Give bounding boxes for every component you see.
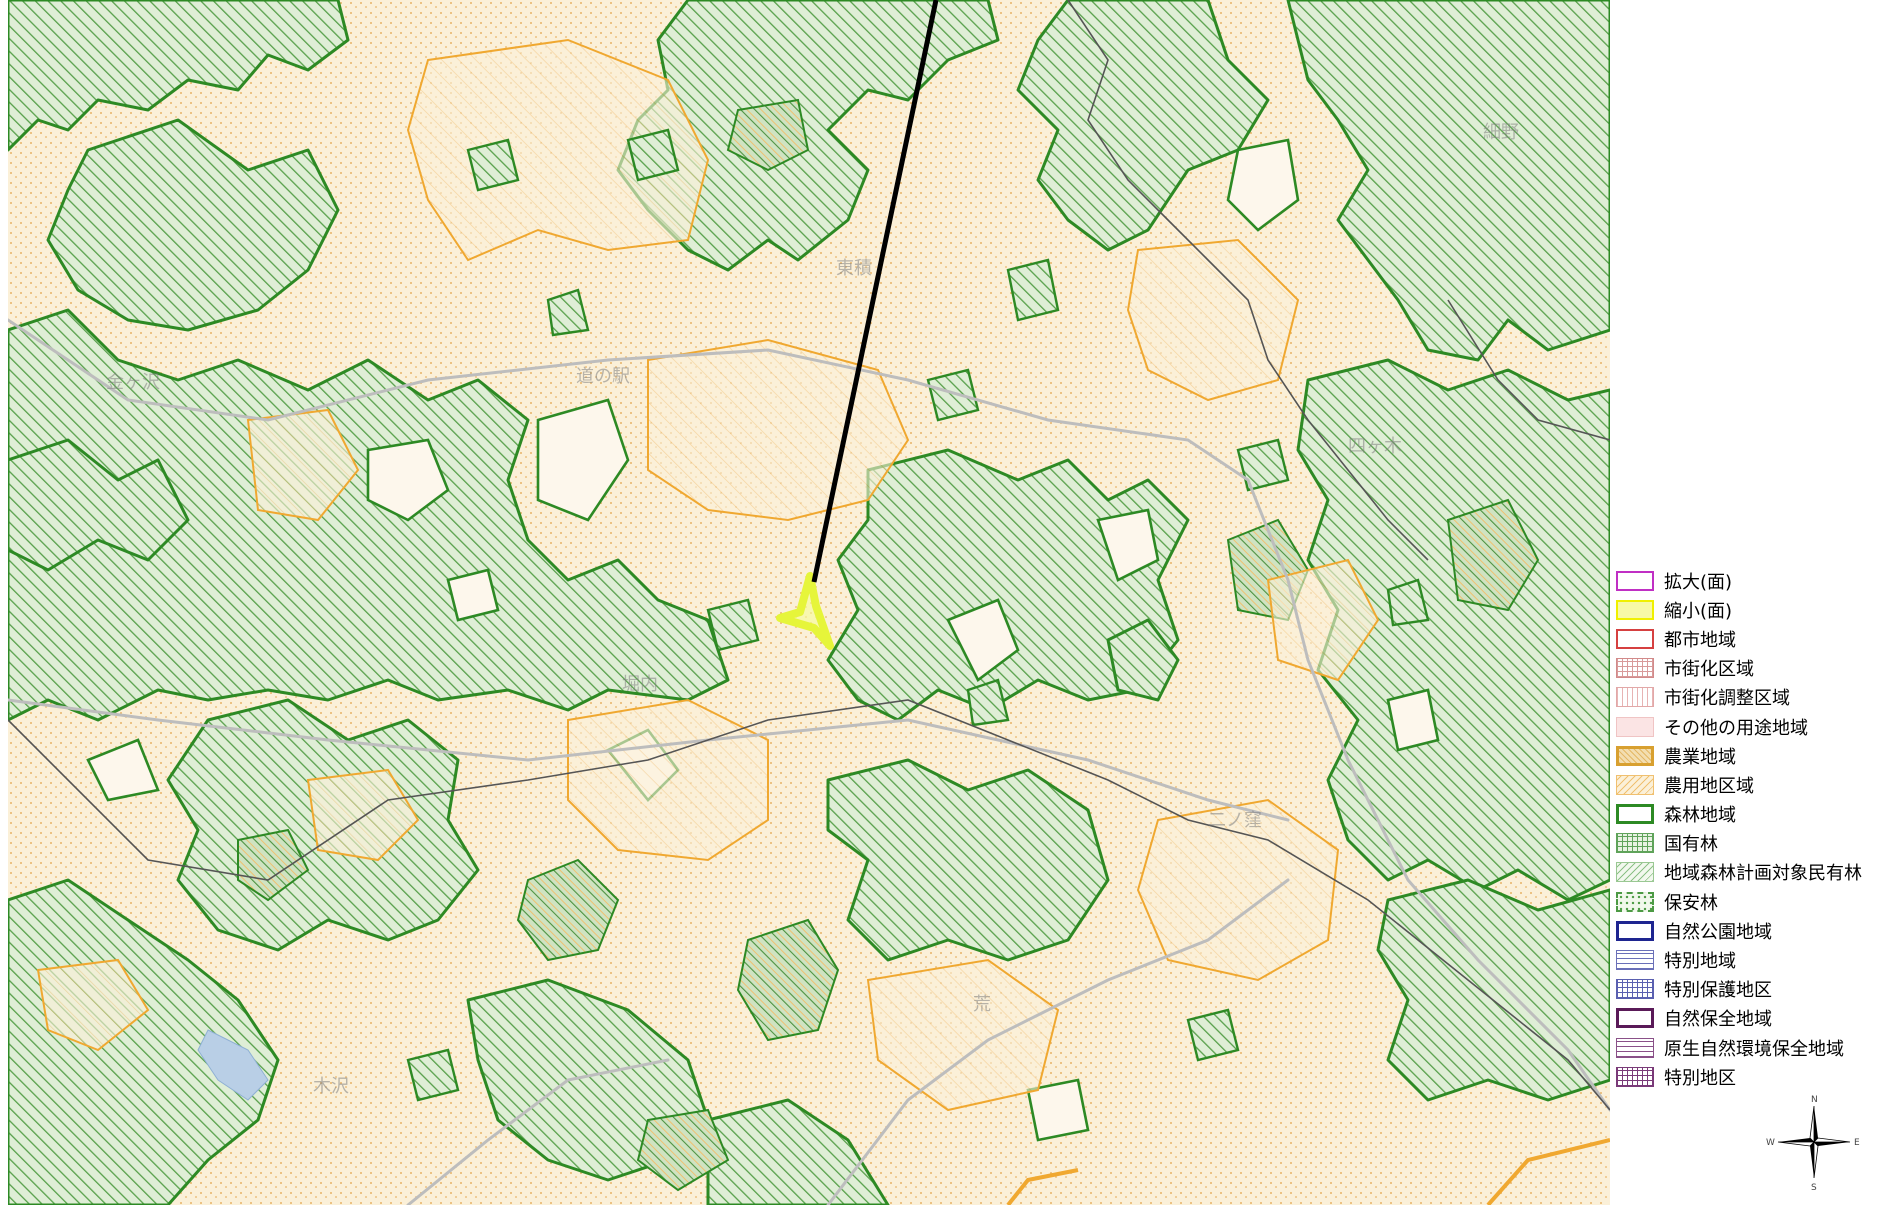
place-labels: 金ヶ沢 道の駅 東積 細野 四ヶ木 堀内 二ノ窪 荒 木沢 [106,122,1519,1097]
place-label-5: 堀内 [622,674,658,695]
place-label-2: 東積 [836,258,872,279]
legend-item-tokubetsu-chiku[interactable]: 特別地区 [1616,1062,1903,1091]
legend-item-chosei[interactable]: 市街化調整区域 [1616,683,1903,712]
legend-item-hoan[interactable]: 保安林 [1616,887,1903,916]
legend-label: 保安林 [1664,892,1718,914]
legend-item-gensei[interactable]: 原生自然環境保全地域 [1616,1033,1903,1062]
agricultural-area-boundary [1006,1168,1079,1205]
legend-item-minyu[interactable]: 地域森林計画対象民有林 [1616,858,1903,887]
place-label-1: 道の駅 [576,366,630,387]
legend-item-noyo[interactable]: 農用地区域 [1616,770,1903,799]
legend-label: 森林地域 [1664,805,1736,827]
legend-label: 拡大(面) [1664,571,1733,593]
place-label-7: 荒 [973,994,991,1015]
place-label-4: 四ヶ木 [1348,436,1402,457]
legend-label: 自然保全地域 [1664,1009,1772,1031]
compass-s: S [1811,1183,1817,1192]
navy-outline-swatch [1616,920,1654,941]
legend-label: 特別地区 [1664,1067,1736,1089]
purple-grid-swatch [1616,1066,1654,1087]
yellow-reduced-area-outline[interactable] [776,572,834,650]
legend-label: 市街化区域 [1664,659,1754,681]
green-outline-swatch [1616,804,1654,825]
magenta-outline-swatch [1616,570,1654,591]
north-arrow-compass-icon: N E S W [1766,1095,1860,1192]
legend-item-hozen[interactable]: 自然保全地域 [1616,1004,1903,1033]
legend-label: 都市地域 [1664,629,1736,651]
legend-label: 原生自然環境保全地域 [1664,1038,1844,1060]
legend-item-yoto[interactable]: その他の用途地域 [1616,712,1903,741]
yellow-fill-swatch [1616,599,1654,620]
legend-item-kokuyu[interactable]: 国有林 [1616,829,1903,858]
compass-e: E [1854,1138,1860,1148]
place-label-3: 細野 [1483,122,1519,143]
legend-label: 地域森林計画対象民有林 [1664,863,1862,885]
compass-n: N [1811,1095,1818,1105]
black-leader-line [811,0,939,583]
legend-item-hogo[interactable]: 特別保護地区 [1616,975,1903,1004]
legend-item-shinrin[interactable]: 森林地域 [1616,800,1903,829]
green-hatch-swatch [1616,862,1654,883]
map-panel[interactable]: 金ヶ沢 道の駅 東積 細野 四ヶ木 堀内 二ノ窪 荒 木沢 [8,0,1610,1205]
legend-item-koen[interactable]: 自然公園地域 [1616,916,1903,945]
small-forest-patches [406,128,1430,1102]
forest-areas [8,0,1610,1205]
water-pond [197,1029,269,1101]
orange-outline-swatch [1616,745,1654,766]
legend-item-shukusho[interactable]: 縮小(面) [1616,595,1903,624]
place-label-6: 二ノ窪 [1208,810,1262,831]
legend-item-tokubetsu[interactable]: 特別地域 [1616,945,1903,974]
legend-label: 市街化調整区域 [1664,688,1790,710]
legend-label: 自然公園地域 [1664,921,1772,943]
legend-label: 農用地区域 [1664,775,1754,797]
legend-label: 国有林 [1664,834,1718,856]
legend-label: 特別地域 [1664,951,1736,973]
land-use-map[interactable]: 金ヶ沢 道の駅 東積 細野 四ヶ木 堀内 二ノ窪 荒 木沢 [8,0,1610,1205]
compass-w: W [1766,1138,1775,1148]
purple-outline-swatch [1616,1008,1654,1029]
navy-grid-swatch [1616,979,1654,1000]
pink-vertical-lines-swatch [1616,687,1654,708]
legend-label: 縮小(面) [1664,600,1733,622]
red-outline-swatch [1616,628,1654,649]
purple-horizontal-lines-swatch [1616,1037,1654,1058]
green-grid-swatch [1616,833,1654,854]
navy-horizontal-lines-swatch [1616,950,1654,971]
red-grid-swatch [1616,658,1654,679]
agricultural-area-boundary-east [1486,1138,1610,1205]
legend-item-kakudai[interactable]: 拡大(面) [1616,566,1903,595]
pink-fill-swatch [1616,716,1654,737]
legend-item-shigaika[interactable]: 市街化区域 [1616,654,1903,683]
orange-hatch-swatch [1616,774,1654,795]
municipal-boundary [8,0,1610,1111]
legend-item-toshi[interactable]: 都市地域 [1616,624,1903,653]
legend-label: 農業地域 [1664,746,1736,768]
map-legend: 拡大(面) 縮小(面) 都市地域 市街化区域 市街化調整区域 その他の用途地域 … [1616,566,1903,1091]
place-label-8: 木沢 [313,1076,349,1097]
legend-label: 特別保護地区 [1664,980,1772,1002]
green-dot-swatch [1616,891,1654,912]
legend-label: その他の用途地域 [1664,717,1808,739]
legend-item-nogyo[interactable]: 農業地域 [1616,741,1903,770]
place-label-0: 金ヶ沢 [106,372,160,393]
